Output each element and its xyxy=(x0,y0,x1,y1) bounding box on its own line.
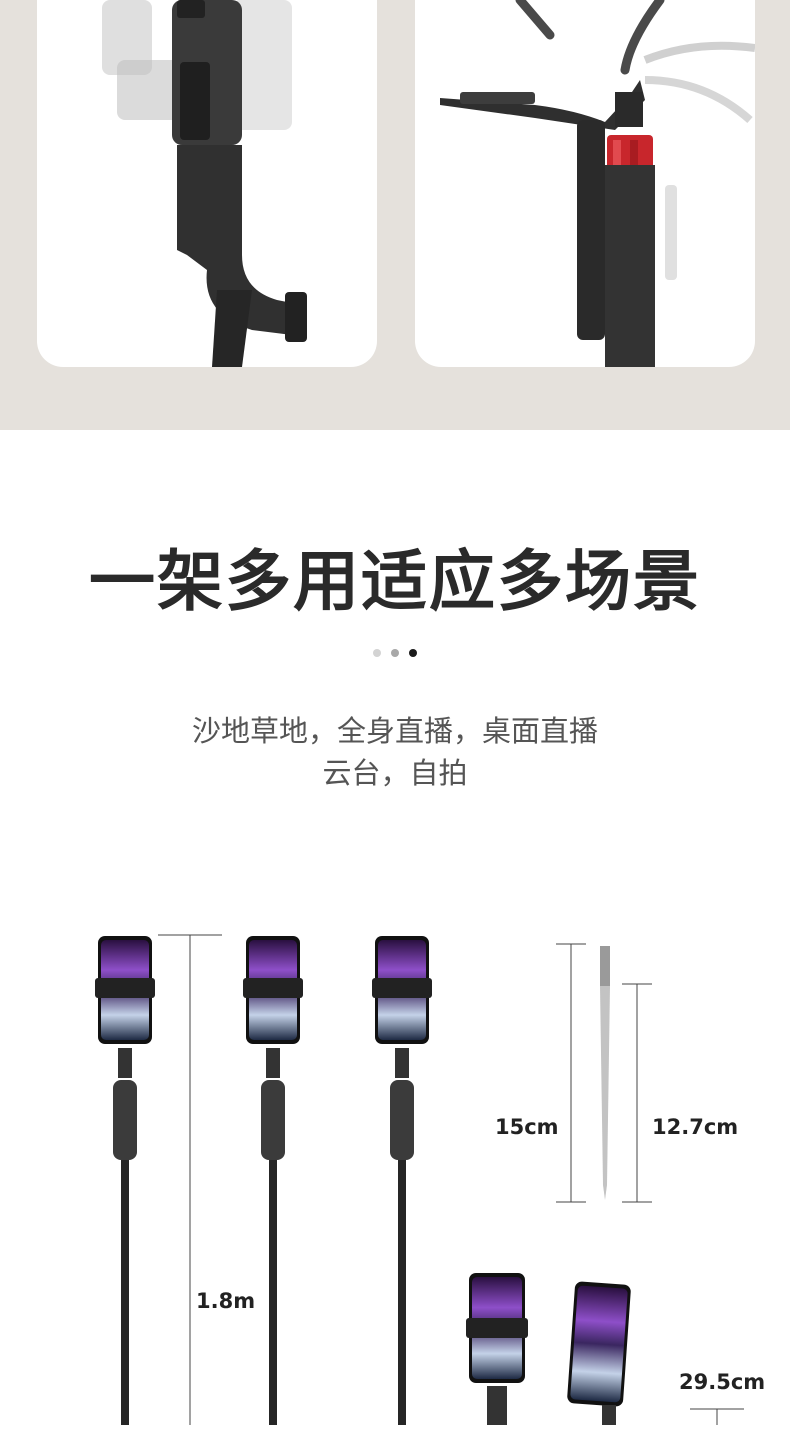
stick-3 xyxy=(372,936,432,1425)
clamp-detail-image xyxy=(37,0,377,367)
pager-dots xyxy=(0,649,790,657)
product-scene: 1.8m 15cm 12.7cm 29.5cm xyxy=(0,900,790,1425)
desktop-stand-1 xyxy=(466,1273,528,1425)
stick-2 xyxy=(243,936,303,1425)
clamp-illustration xyxy=(102,0,307,367)
desktop-height-label: 29.5cm xyxy=(679,1370,766,1394)
spike-inner-length-label: 12.7cm xyxy=(652,1115,739,1139)
desktop-stand-2 xyxy=(567,1281,631,1425)
page-title: 一架多用适应多场景 xyxy=(89,543,701,620)
total-height-label: 1.8m xyxy=(196,1289,256,1313)
pager-dot-2[interactable] xyxy=(391,649,399,657)
stick-1 xyxy=(95,936,155,1425)
pager-dot-1[interactable] xyxy=(373,649,381,657)
tripod-head-detail-image xyxy=(415,0,755,367)
tripod-head-illustration xyxy=(440,0,755,367)
spike-total-length-label: 15cm xyxy=(495,1115,559,1139)
ground-spike xyxy=(600,946,610,1200)
description-line-2: 云台，自拍 xyxy=(322,756,468,790)
description-line-1: 沙地草地，全身直播，桌面直播 xyxy=(191,714,598,748)
selfie-stick-illustration xyxy=(95,934,744,1425)
pager-dot-3[interactable] xyxy=(409,649,417,657)
